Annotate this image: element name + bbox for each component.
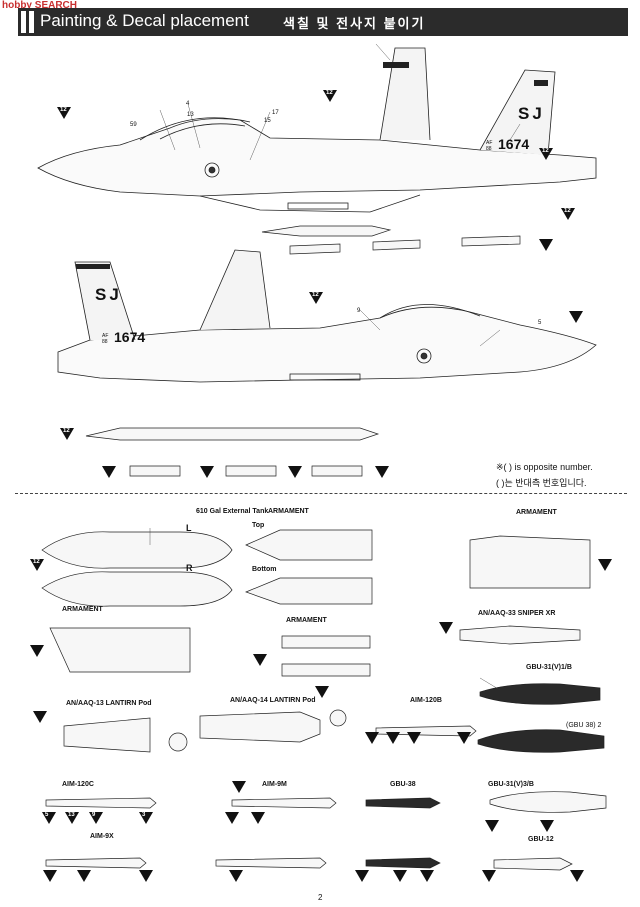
label-external-tank: 610 Gal External Tank <box>196 508 269 515</box>
section-divider <box>15 493 627 494</box>
label-aim120c: AIM-120C <box>62 781 94 788</box>
note-korean: ( )는 반대측 번호입니다. <box>496 478 587 488</box>
color-code: 12 <box>63 428 70 434</box>
color-code: 9 <box>92 812 96 818</box>
color-code: 13 <box>68 812 75 818</box>
page-title: Painting & Decal placement <box>40 11 249 30</box>
label-sniper: AN/AAQ-33 SNIPER XR <box>478 610 556 617</box>
aircraft-side-view-right <box>57 249 597 383</box>
label-armament: ARMAMENT <box>268 508 309 515</box>
callout-number: 4 <box>186 101 190 107</box>
serial-number: 1674 <box>498 136 530 152</box>
color-code: 12 <box>60 107 67 113</box>
label-aim120b: AIM-120B <box>410 697 442 704</box>
header-mark <box>21 11 26 33</box>
label-aim9x: AIM-9X <box>90 833 114 840</box>
label-aaq14: AN/AAQ-14 LANTIRN Pod <box>230 697 316 704</box>
color-code: 3 <box>142 812 146 818</box>
callout-number: 59 <box>130 122 137 128</box>
color-code: 12 <box>33 559 40 565</box>
header-bar <box>18 8 628 36</box>
watermark: hobby SEARCH <box>2 0 77 11</box>
page-header: Painting & Decal placement 색칠 및 전사지 붙이기 <box>0 8 640 36</box>
callout-number: 15 <box>264 118 271 124</box>
color-code: 5 <box>45 812 49 818</box>
label-aaq13: AN/AAQ-13 LANTIRN Pod <box>66 700 152 707</box>
serial-number: 1674 <box>114 329 146 345</box>
label-armament: ARMAMENT <box>62 606 103 613</box>
callout-number: 17 <box>272 110 279 116</box>
callout-number: 5 <box>538 320 542 326</box>
header-mark <box>29 11 34 33</box>
label-aim9m: AIM-9M <box>262 781 287 788</box>
page-number: 2 <box>318 893 323 902</box>
label-gbu38: GBU-38 <box>390 781 416 788</box>
label-gbu31v1b: GBU-31(V)1/B <box>526 664 572 671</box>
page-title-korean: 색칠 및 전사지 붙이기 <box>283 16 426 31</box>
color-code: 12 <box>564 208 571 214</box>
color-code: 12 <box>312 292 319 298</box>
label-tank-left: L <box>186 523 192 533</box>
note-english: ※( ) is opposite number. <box>496 462 593 472</box>
callout-number: 13 <box>187 112 194 118</box>
label-armament: ARMAMENT <box>286 617 327 624</box>
label-gbu38-note: (GBU 38) 2 <box>566 722 602 729</box>
label-armament: ARMAMENT <box>516 509 557 516</box>
label-gbu12: GBU-12 <box>528 836 554 843</box>
serial-prefix: AF 88 <box>486 140 493 152</box>
color-code: 12 <box>542 148 549 154</box>
tail-code: SJ <box>95 285 122 304</box>
label-top: Top <box>252 522 265 529</box>
serial-prefix: AF 88 <box>102 333 109 345</box>
tail-code: SJ <box>518 104 545 123</box>
color-code: 12 <box>326 90 333 96</box>
callout-number: 9 <box>357 308 361 314</box>
aircraft-side-view-left <box>37 47 597 213</box>
label-bottom: Bottom <box>252 566 277 573</box>
label-gbu31v3b: GBU-31(V)3/B <box>488 781 534 788</box>
label-tank-right: R <box>186 563 193 573</box>
